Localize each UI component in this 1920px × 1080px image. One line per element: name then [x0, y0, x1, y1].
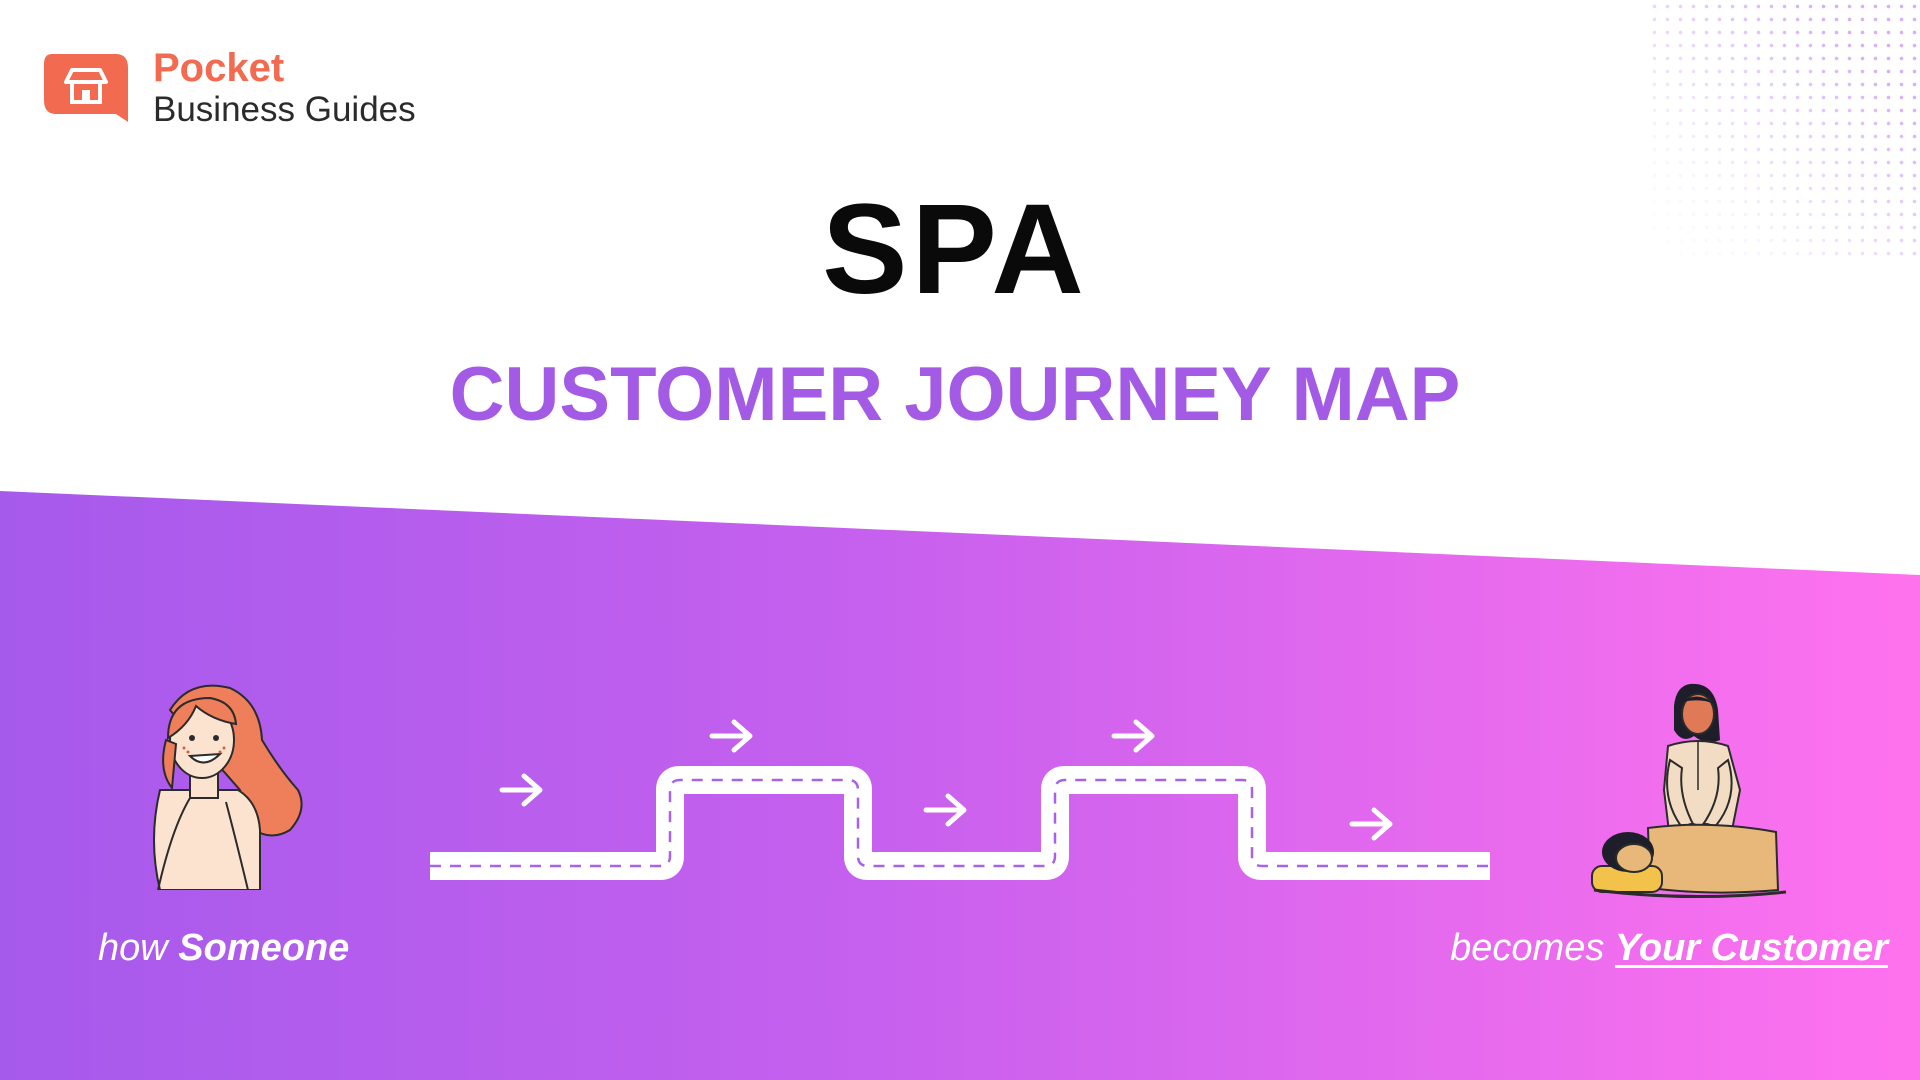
caption-end: becomes Your Customer [1450, 925, 1888, 971]
caption-end-prefix: becomes [1450, 927, 1605, 969]
arrow-right-icon [709, 719, 753, 753]
caption-end-emphasis: Your Customer [1614, 927, 1888, 969]
shop-icon [44, 54, 128, 122]
arrow-right-icon [499, 773, 543, 807]
arrow-right-icon [1111, 719, 1155, 753]
massage-therapist-illustration [1591, 683, 1787, 899]
caption-start: how Someone [98, 925, 349, 971]
woman-illustration [153, 684, 303, 890]
page-title: SPA [822, 178, 1088, 321]
caption-start-emphasis: Someone [178, 927, 350, 969]
dot-pattern-decoration [1648, 0, 1920, 262]
caption-start-prefix: how [98, 927, 168, 969]
arrow-right-icon [923, 793, 967, 827]
page-subtitle: CUSTOMER JOURNEY MAP [449, 352, 1461, 437]
brand-tagline: Business Guides [153, 90, 416, 129]
journey-road-illustration [430, 719, 1490, 880]
arrow-right-icon [1349, 807, 1393, 841]
brand-name: Pocket [153, 46, 285, 90]
